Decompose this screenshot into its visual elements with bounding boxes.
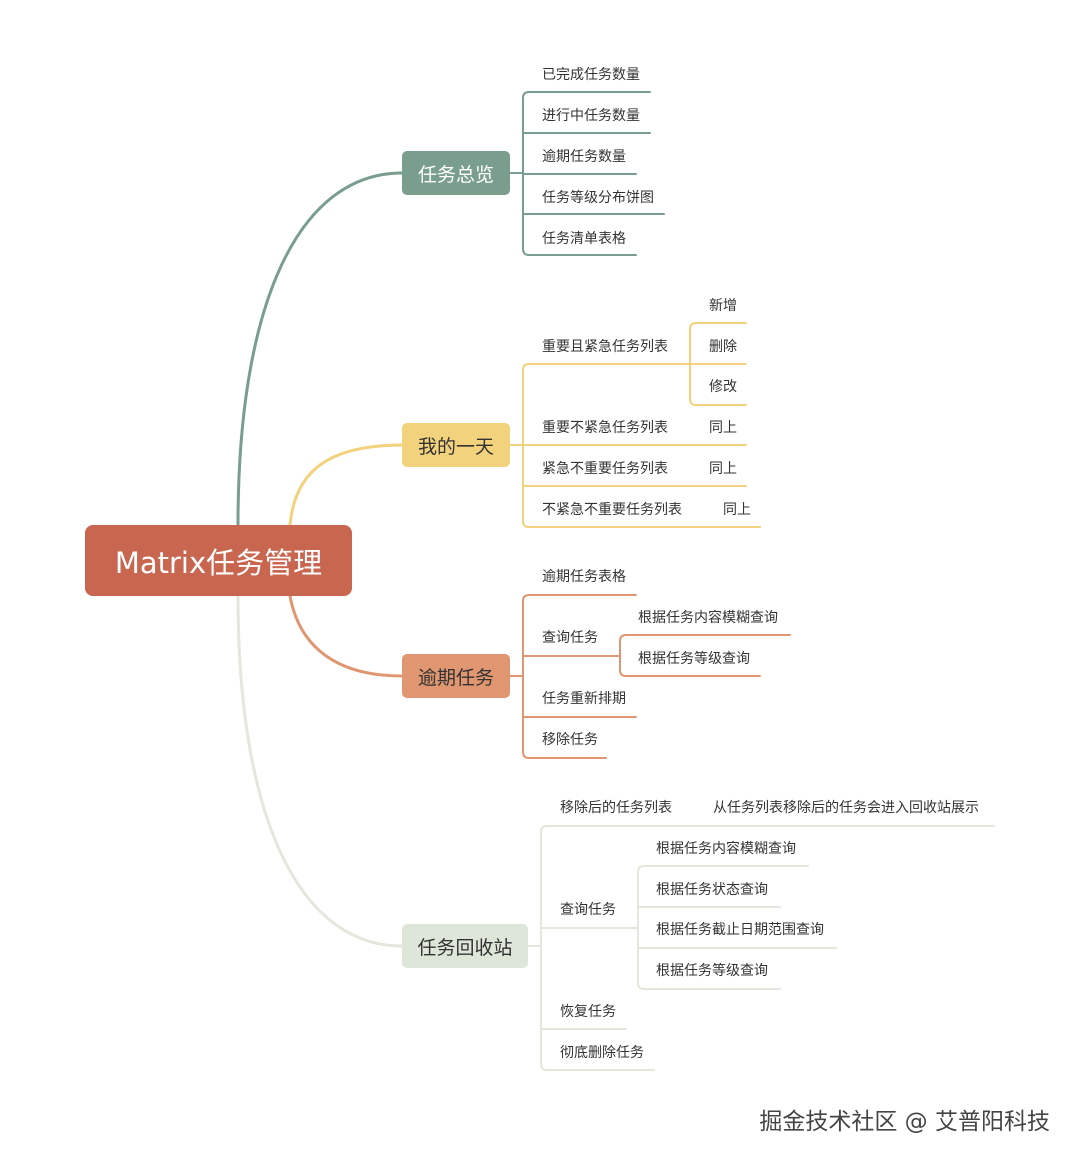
myday-subitem[interactable]: 同上 [723, 502, 751, 518]
recycle-subitem[interactable]: 根据任务等级查询 [656, 963, 768, 979]
overdue-item[interactable]: 任务重新排期 [542, 691, 626, 707]
bracket-recycle-leaf [540, 825, 713, 833]
recycle-subitem[interactable]: 从任务列表移除后的任务会进入回收站展示 [713, 800, 979, 816]
bracket-recycle-leaf [540, 1063, 655, 1071]
recycle-subitem[interactable]: 根据任务内容模糊查询 [656, 841, 796, 857]
bracket-myday-crud-leaf [689, 322, 747, 330]
myday-subitem[interactable]: 同上 [709, 461, 737, 477]
overview-item[interactable]: 逾期任务数量 [542, 149, 626, 165]
recycle-item[interactable]: 移除后的任务列表 [560, 800, 672, 816]
myday-item[interactable]: 重要不紧急任务列表 [542, 420, 668, 436]
overdue-item[interactable]: 查询任务 [542, 630, 598, 646]
overview-item[interactable]: 已完成任务数量 [542, 67, 640, 83]
recycle-item[interactable]: 恢复任务 [560, 1004, 616, 1020]
bracket-overview-leaf [522, 91, 651, 99]
connector-root-overdue [288, 594, 404, 678]
bracket-overdue-query-leaf [619, 669, 761, 677]
connector-root-recycle [236, 594, 404, 948]
overdue-subitem[interactable]: 根据任务等级查询 [638, 651, 750, 667]
recycle-item[interactable]: 彻底删除任务 [560, 1045, 644, 1061]
overdue-item[interactable]: 逾期任务表格 [542, 569, 626, 585]
overview-item[interactable]: 进行中任务数量 [542, 108, 640, 124]
bracket-myday-leaf [522, 520, 761, 528]
bracket-myday-leaf [522, 363, 691, 371]
bracket-myday-crud-leaf [689, 398, 747, 406]
root-node[interactable]: Matrix任务管理 [85, 525, 352, 596]
bracket-overdue-leaf [522, 751, 607, 759]
myday-item[interactable]: 不紧急不重要任务列表 [542, 502, 682, 518]
connector-root-overview [236, 171, 404, 527]
myday-subitem[interactable]: 同上 [709, 420, 737, 436]
overview-item[interactable]: 任务清单表格 [542, 231, 626, 247]
branch-overdue[interactable]: 逾期任务 [402, 654, 510, 698]
overdue-item[interactable]: 移除任务 [542, 732, 598, 748]
bracket-recycle-query-leaf [637, 982, 781, 990]
overview-item[interactable]: 任务等级分布饼图 [542, 190, 654, 206]
myday-subitem[interactable]: 删除 [709, 339, 737, 355]
bracket-overdue-query-leaf [619, 634, 791, 642]
recycle-subitem[interactable]: 根据任务状态查询 [656, 882, 768, 898]
watermark: 掘金技术社区 @ 艾普阳科技 [759, 1109, 1050, 1135]
bracket-overdue-leaf [522, 594, 637, 602]
branch-recycle-bin[interactable]: 任务回收站 [402, 924, 528, 968]
myday-item[interactable]: 紧急不重要任务列表 [542, 461, 668, 477]
recycle-item[interactable]: 查询任务 [560, 902, 616, 918]
myday-item[interactable]: 重要且紧急任务列表 [542, 339, 668, 355]
branch-my-day[interactable]: 我的一天 [402, 423, 510, 467]
myday-subitem[interactable]: 修改 [709, 379, 737, 395]
overdue-subitem[interactable]: 根据任务内容模糊查询 [638, 610, 778, 626]
branch-overview[interactable]: 任务总览 [402, 151, 510, 195]
connector-root-myday [288, 443, 404, 527]
bracket-overview-leaf [522, 248, 637, 256]
bracket-recycle-query-leaf [637, 865, 809, 873]
myday-subitem[interactable]: 新增 [709, 298, 737, 314]
recycle-subitem[interactable]: 根据任务截止日期范围查询 [656, 922, 824, 938]
